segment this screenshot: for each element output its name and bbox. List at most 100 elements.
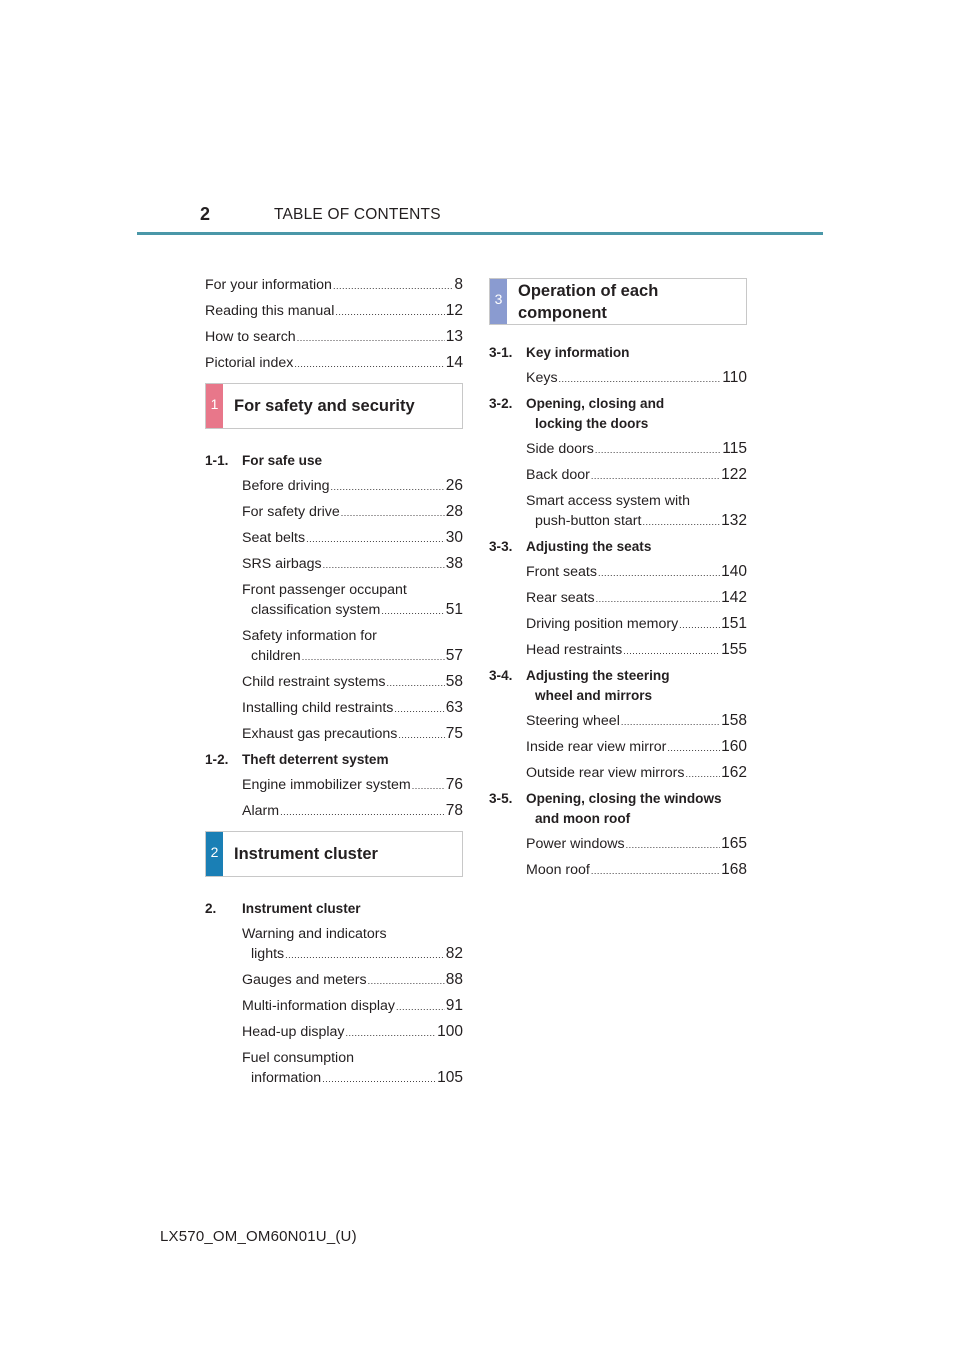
- leader-dots: [297, 328, 445, 348]
- toc-entry-page: 28: [445, 503, 463, 520]
- group-title: Instrument cluster: [242, 901, 361, 916]
- toc-entry-title: Multi-information display: [242, 998, 395, 1014]
- toc-entry[interactable]: SRS airbags38: [242, 554, 463, 575]
- section-tab: 2: [206, 832, 223, 876]
- group-title-line2: and moon roof: [535, 811, 631, 826]
- page-header: 2 TABLE OF CONTENTS: [137, 204, 823, 235]
- toc-entry[interactable]: Moon roof 168: [526, 860, 747, 881]
- toc-entry-page: 63: [445, 699, 463, 716]
- leader-dots: [596, 589, 721, 609]
- toc-entry-title-line1: Fuel consumption: [242, 1050, 354, 1066]
- group-number: 3-4.: [489, 668, 513, 683]
- toc-entry-title: Driving position memory: [526, 616, 679, 632]
- toc-entry-title: information: [251, 1070, 322, 1086]
- document-code: LX570_OM_OM60N01U_(U): [160, 1228, 357, 1245]
- toc-entry-page: 162: [721, 764, 747, 781]
- toc-entry-page: 57: [445, 647, 463, 664]
- toc-entry[interactable]: Power windows165: [526, 834, 747, 855]
- toc-group[interactable]: 1-2.Theft deterrent system: [205, 750, 463, 770]
- toc-entry-title: Gauges and meters: [242, 972, 367, 988]
- toc-entry[interactable]: Rear seats142: [526, 588, 747, 609]
- group-number: 3-1.: [489, 345, 513, 360]
- toc-entry[interactable]: Seat belts 30: [242, 528, 463, 549]
- toc-entry[interactable]: Driving position memory151: [526, 614, 747, 635]
- toc-entry[interactable]: Front passenger occupant classification …: [242, 580, 463, 621]
- leader-dots: [679, 615, 720, 635]
- toc-entry[interactable]: Head-up display100: [242, 1022, 463, 1043]
- toc-entry-page: 165: [721, 835, 747, 852]
- section-header-1[interactable]: 1 For safety and security: [205, 383, 463, 429]
- toc-entry-title-line1: Smart access system with: [526, 493, 690, 509]
- leader-dots: [302, 647, 445, 667]
- toc-entry-title: Moon roof: [526, 862, 590, 878]
- group-number: 1-1.: [205, 453, 229, 468]
- toc-entry-title: Exhaust gas precautions: [242, 726, 398, 742]
- toc-entry[interactable]: Reading this manual12: [205, 301, 463, 322]
- toc-entry-page: 78: [445, 802, 463, 819]
- toc-entry-title: Inside rear view mirror: [526, 739, 667, 755]
- toc-entry[interactable]: Back door122: [526, 465, 747, 486]
- toc-entry[interactable]: For safety drive28: [242, 502, 463, 523]
- leader-dots: [294, 354, 444, 374]
- leader-dots: [323, 555, 445, 575]
- toc-entry[interactable]: Steering wheel158: [526, 711, 747, 732]
- toc-entry[interactable]: Child restraint systems58: [242, 672, 463, 693]
- leader-dots: [331, 477, 445, 497]
- leader-dots: [626, 835, 721, 855]
- toc-group[interactable]: 3-3.Adjusting the seats: [489, 537, 747, 557]
- toc-group[interactable]: 1-1. For safe use: [205, 451, 463, 471]
- toc-entry[interactable]: Exhaust gas precautions75: [242, 724, 463, 745]
- toc-entry-page: 142: [721, 589, 747, 606]
- toc-entry-title: lights: [251, 946, 285, 962]
- leader-dots: [559, 369, 722, 389]
- header-title: TABLE OF CONTENTS: [274, 206, 441, 223]
- toc-entry[interactable]: Pictorial index14: [205, 353, 463, 374]
- group-title: For safe use: [242, 453, 323, 468]
- toc-entry[interactable]: Keys110: [526, 368, 747, 389]
- toc-entry[interactable]: Front seats140: [526, 562, 747, 583]
- toc-entry[interactable]: Installing child restraints63: [242, 698, 463, 719]
- toc-entry-title: Keys: [526, 370, 558, 386]
- toc-entry[interactable]: Safety information for children57: [242, 626, 463, 667]
- group-number: 3-5.: [489, 791, 513, 806]
- toc-entry[interactable]: Outside rear view mirrors162: [526, 763, 747, 784]
- section-tab: 3: [490, 279, 507, 324]
- toc-entry-page: 30: [445, 529, 463, 546]
- toc-entry[interactable]: Multi-information display 91: [242, 996, 463, 1017]
- toc-entry[interactable]: Inside rear view mirror 160: [526, 737, 747, 758]
- toc-entry[interactable]: Gauges and meters88: [242, 970, 463, 991]
- section-title: For safety and security: [234, 397, 415, 415]
- toc-entry[interactable]: How to search13: [205, 327, 463, 348]
- toc-entry-title-line1: Warning and indicators: [242, 926, 387, 942]
- toc-entry[interactable]: Smart access system with push-button sta…: [526, 491, 747, 532]
- toc-entry[interactable]: Before driving26: [242, 476, 463, 497]
- toc-entry-title: Alarm: [242, 803, 280, 819]
- toc-entry-page: 160: [721, 738, 747, 755]
- leader-dots: [667, 738, 720, 758]
- leader-dots: [642, 512, 720, 532]
- toc-entry-page: 8: [454, 276, 463, 293]
- toc-entry-page: 91: [445, 997, 463, 1014]
- toc-entry[interactable]: Fuel consumption information105: [242, 1048, 463, 1089]
- toc-entry-title: Seat belts: [242, 530, 306, 546]
- toc-entry[interactable]: Side doors115: [526, 439, 747, 460]
- toc-group[interactable]: 3-1.Key information: [489, 343, 747, 363]
- section-header-2[interactable]: 2 Instrument cluster: [205, 831, 463, 877]
- toc-left-column: For your information8 Reading this manua…: [205, 275, 463, 1094]
- toc-entry-page: 76: [445, 776, 463, 793]
- group-title: Opening, closing and: [526, 396, 665, 411]
- leader-dots: [412, 776, 445, 796]
- section-header-3[interactable]: 3 Operation of each component: [489, 278, 747, 325]
- toc-entry[interactable]: Alarm 78: [242, 801, 463, 822]
- toc-entry[interactable]: Head restraints155: [526, 640, 747, 661]
- group-number: 3-3.: [489, 539, 513, 554]
- toc-entry-page: 168: [721, 861, 747, 878]
- toc-entry[interactable]: For your information8: [205, 275, 463, 296]
- leader-dots: [335, 302, 444, 322]
- toc-entry[interactable]: Engine immobilizer system76: [242, 775, 463, 796]
- toc-group[interactable]: 2.Instrument cluster: [205, 899, 463, 919]
- toc-entry[interactable]: Warning and indicators lights82: [242, 924, 463, 965]
